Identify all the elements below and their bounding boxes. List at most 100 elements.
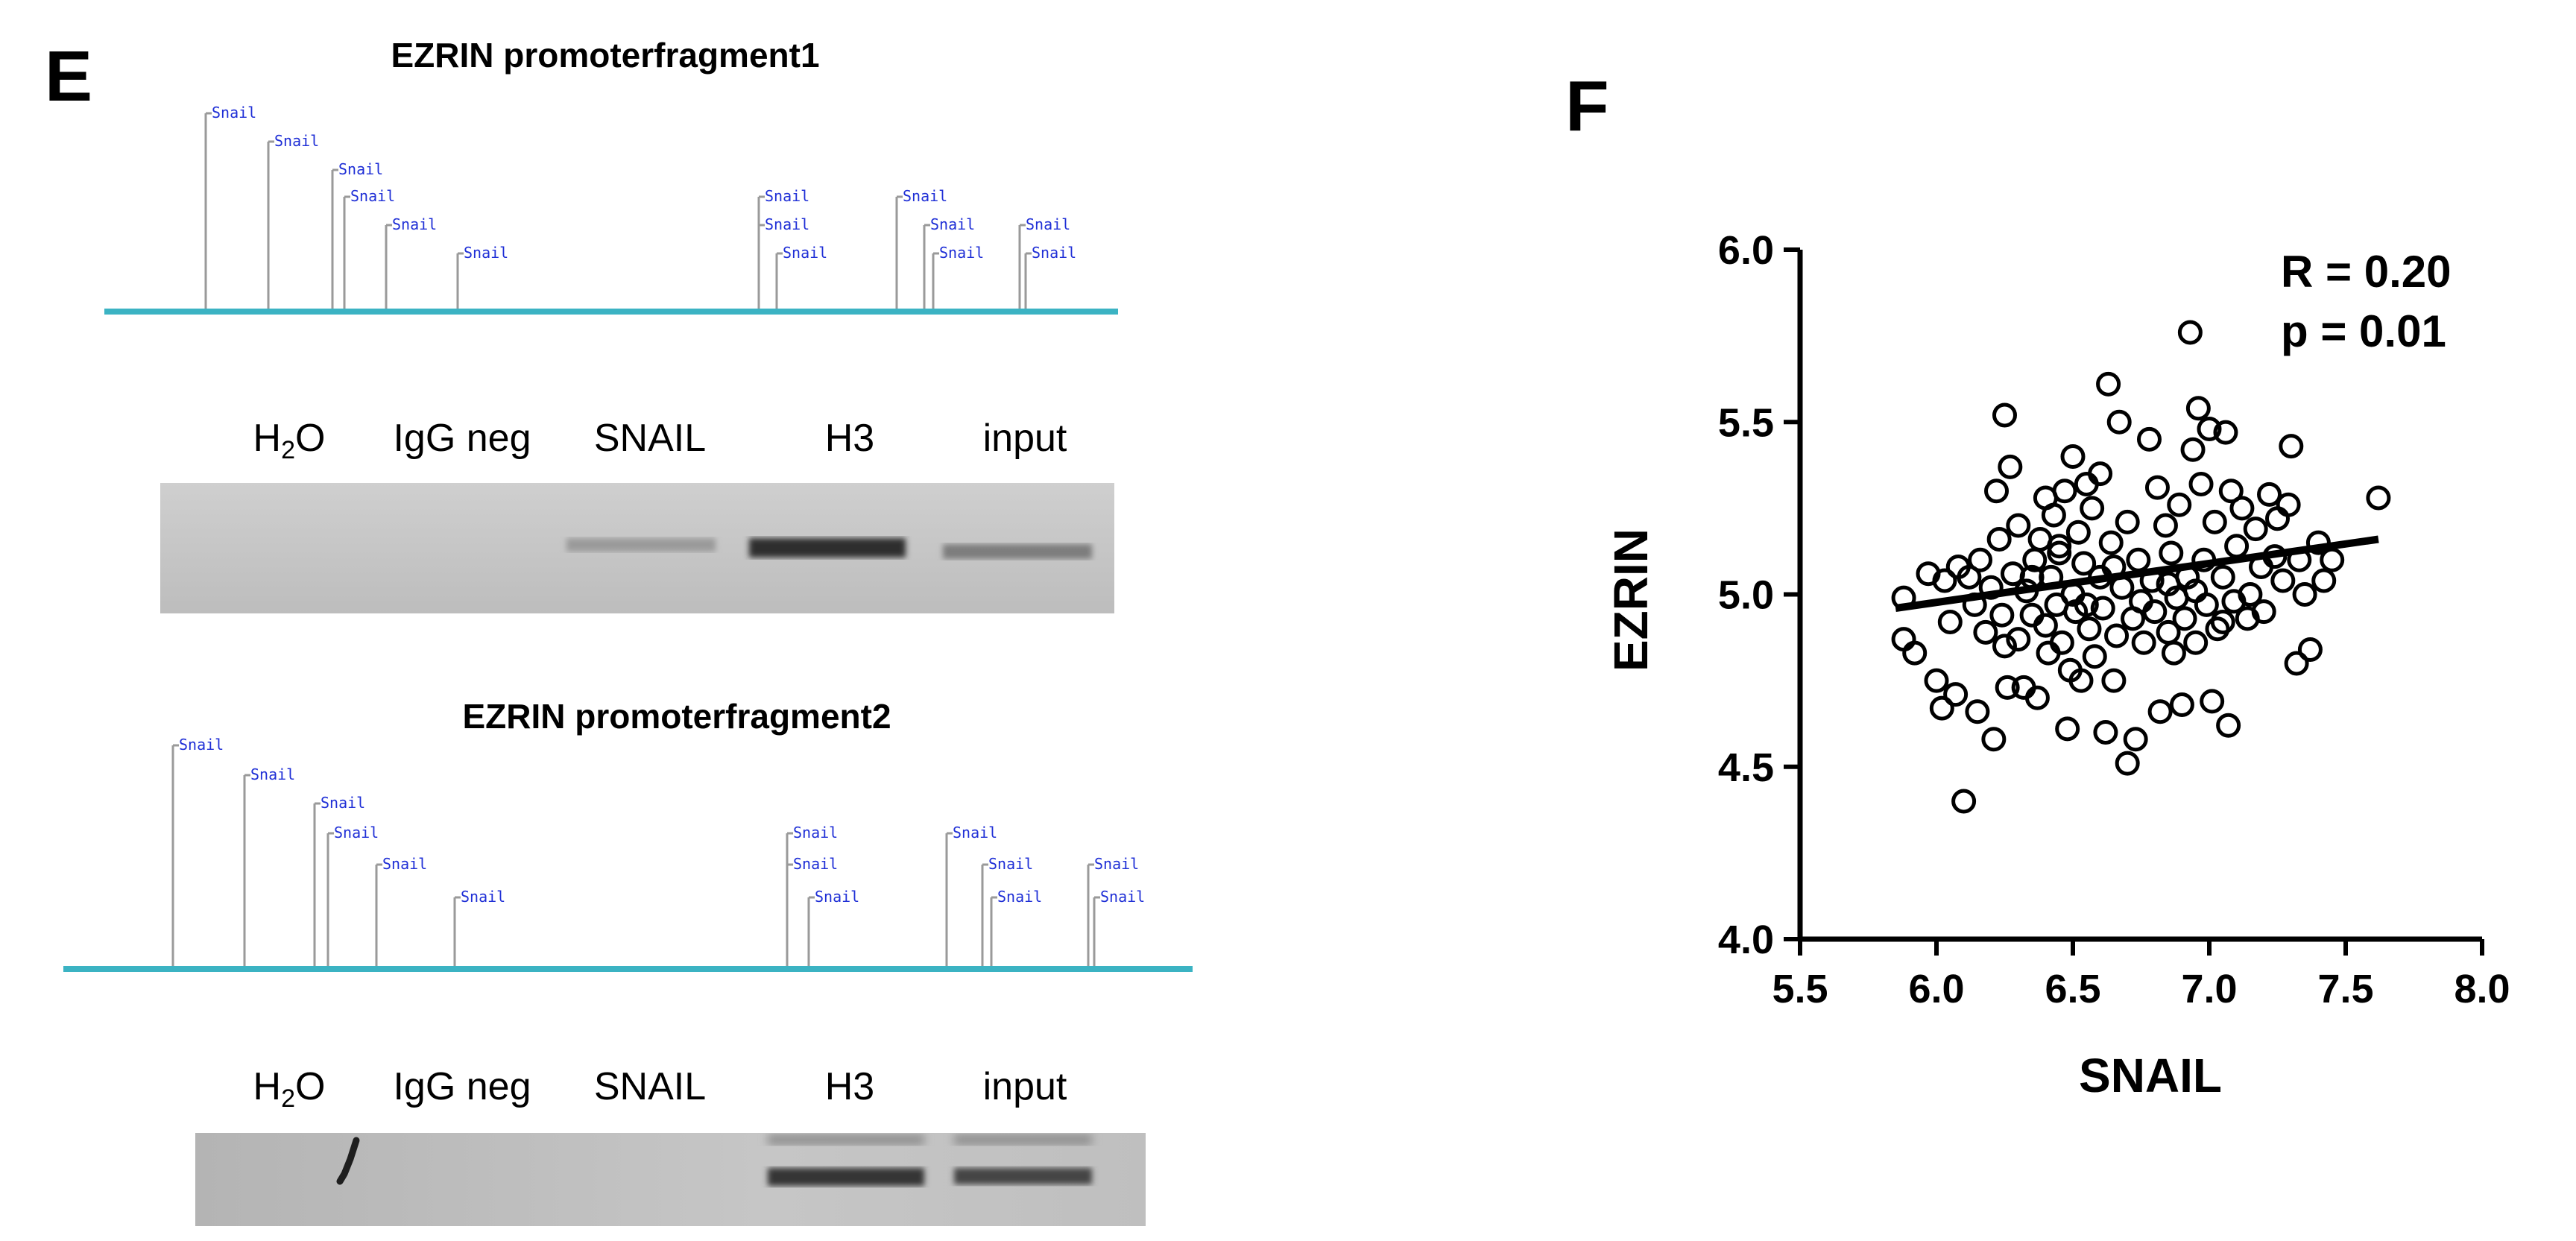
scatter-point xyxy=(2218,479,2244,504)
panel-e-letter: E xyxy=(45,37,92,116)
scatter-point xyxy=(2243,517,2268,542)
y-tick-label: 4.5 xyxy=(1718,745,1774,790)
scatter-point xyxy=(2068,668,2094,693)
fragment2-site-label: Snail xyxy=(334,824,379,841)
scatter-point xyxy=(1957,564,1982,590)
scatter-point xyxy=(2292,582,2317,607)
fragment2-site-label: Snail xyxy=(815,888,859,906)
scatter-point xyxy=(2060,444,2086,469)
scatter-point xyxy=(2115,509,2140,534)
fragment1-site-label: Snail xyxy=(338,160,383,178)
scatter-point xyxy=(2033,613,2058,638)
fragment1-gel xyxy=(160,483,1114,613)
scatter-point xyxy=(1929,695,1954,721)
fragment2-title: EZRIN promoterfragment2 xyxy=(462,697,891,736)
fragment2-site-map: SnailSnailSnailSnailSnailSnailSnailSnail… xyxy=(171,736,1145,967)
fragment1-site-label: Snail xyxy=(783,244,827,262)
scatter-point xyxy=(1986,527,2012,552)
scatter-point xyxy=(2229,496,2255,521)
scatter-point xyxy=(2265,506,2290,531)
fragment2-site-label: Snail xyxy=(461,888,505,906)
fragment1-site-label: Snail xyxy=(1032,244,1076,262)
lane-label-input: input xyxy=(983,417,1067,460)
scatter-point xyxy=(2257,481,2282,507)
scatter-point xyxy=(2098,530,2124,555)
fragment1-site-label: Snail xyxy=(392,215,437,233)
scatter-point xyxy=(2136,426,2162,452)
y-axis-label: EZRIN xyxy=(1604,528,1658,672)
fragment2-site-label: Snail xyxy=(250,765,295,783)
scatter-point xyxy=(1995,675,2020,700)
scatter-point xyxy=(1998,454,2023,479)
fragment1-site-label: Snail xyxy=(903,187,947,205)
scatter-point xyxy=(2047,534,2072,559)
x-tick-label: 6.0 xyxy=(1908,967,1964,1011)
x-tick-label: 5.5 xyxy=(1772,967,1828,1011)
scatter-point xyxy=(2202,509,2227,534)
fragment2-site-label: Snail xyxy=(382,855,427,873)
x-axis-label: SNAIL xyxy=(2079,1049,2222,1102)
scatter-point xyxy=(1891,627,1916,652)
fragment1-site-map: SnailSnailSnailSnailSnailSnailSnailSnail… xyxy=(204,104,1076,310)
scatter-point xyxy=(2156,572,2181,597)
scatter-point xyxy=(2213,420,2238,445)
fragment1-site-label: Snail xyxy=(212,104,256,121)
scatter-point xyxy=(2224,534,2250,559)
scatter-point xyxy=(2180,437,2206,462)
scatter-point xyxy=(2074,592,2099,617)
scatter-point xyxy=(2077,616,2102,642)
scatter-point xyxy=(2188,472,2214,496)
scatter-point xyxy=(2185,396,2211,421)
scatter-point xyxy=(1965,699,1990,724)
fragment1-site-label: Snail xyxy=(1026,215,1070,233)
scatter-point xyxy=(2251,599,2276,625)
fragment2-site-label: Snail xyxy=(953,824,997,841)
scatter-point xyxy=(2006,627,2031,652)
fragment2-gel xyxy=(195,1133,1146,1226)
scatter-point xyxy=(2065,520,2091,545)
scatter-point xyxy=(1937,610,1963,634)
scatter-point xyxy=(2055,716,2080,742)
scatter-point xyxy=(2177,320,2203,345)
scatter-point xyxy=(1902,640,1928,666)
scatter-point xyxy=(2101,668,2127,693)
fragment2-site-label: Snail xyxy=(997,888,1042,906)
scatter-point xyxy=(2041,502,2066,528)
y-tick-label: 5.5 xyxy=(1718,400,1774,445)
scatter-point xyxy=(2194,592,2219,617)
gel2-smear-input xyxy=(954,1134,1092,1145)
lane-label-input: input xyxy=(983,1065,1067,1108)
fragment2-site-label: Snail xyxy=(1100,888,1145,906)
gel2-band-h3 xyxy=(768,1168,924,1186)
scatter-point xyxy=(2071,551,2097,576)
scatter-point xyxy=(1989,602,2015,628)
fragment2-site-label: Snail xyxy=(793,824,838,841)
fragment1-site-label: Snail xyxy=(930,215,975,233)
gel2-band-input xyxy=(954,1168,1092,1184)
scatter-point xyxy=(2284,651,2309,676)
scatter-point xyxy=(2123,727,2148,752)
scatter-point xyxy=(1981,727,2007,752)
scatter-point xyxy=(2210,564,2235,590)
scatter-point xyxy=(2159,540,2184,566)
scatter-point xyxy=(1951,789,1977,814)
scatter-point xyxy=(2080,496,2105,521)
scatter-point xyxy=(2024,685,2050,710)
scatter-point xyxy=(2216,713,2241,738)
scatter-point xyxy=(1968,547,1993,572)
scatter-point xyxy=(2167,492,2192,517)
scatter-point xyxy=(2276,492,2301,517)
fragment1-title: EZRIN promoterfragment1 xyxy=(391,36,819,75)
lane-label-h3: H3 xyxy=(825,1065,874,1108)
gel2-smear-h3 xyxy=(768,1134,924,1145)
scatter-point xyxy=(2131,630,2156,655)
scatter-point xyxy=(2297,637,2323,662)
scatter-point xyxy=(2096,371,2121,397)
scatter-point xyxy=(2169,692,2194,717)
scatter-point xyxy=(2126,547,2151,572)
scatter-point xyxy=(1973,619,1998,645)
fragment1-lane-labels: H2O IgG neg SNAIL H3 input xyxy=(253,417,1067,464)
fragment1-site-label: Snail xyxy=(274,132,319,150)
y-tick-label: 6.0 xyxy=(1718,228,1774,273)
